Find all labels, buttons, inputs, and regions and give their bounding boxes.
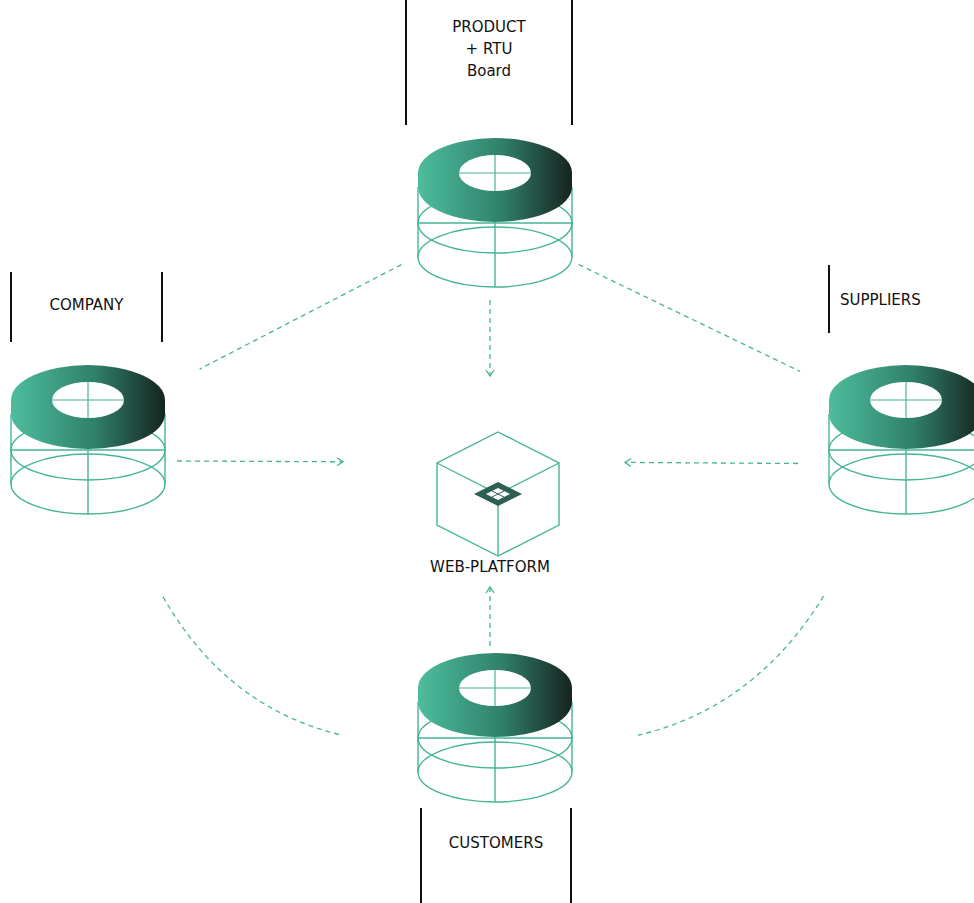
dashed-connector [638, 596, 824, 735]
entity-node: WEB-PLATFORM [405, 428, 575, 583]
node-label: COMPANY [50, 294, 124, 316]
dashed-connector [177, 460, 343, 462]
entity-node: PRODUCT + RTU Board [405, 0, 575, 292]
node-label: SUPPLIERS [840, 289, 921, 311]
dashed-connector [625, 462, 798, 463]
node-label: WEB-PLATFORM [430, 556, 550, 578]
cylinder-icon [415, 135, 575, 295]
dashed-connector [489, 587, 490, 646]
label-bracket: WEB-PLATFORM [405, 556, 575, 582]
cylinder-icon [8, 362, 168, 522]
dashed-connector [489, 300, 490, 376]
node-label: CUSTOMERS [449, 832, 543, 854]
dashed-connector [579, 265, 801, 372]
entity-node: COMPANY [8, 272, 173, 524]
cube-icon [433, 430, 563, 558]
cylinder-icon [826, 362, 974, 522]
label-bracket: PRODUCT + RTU Board [405, 0, 573, 125]
label-bracket: COMPANY [10, 272, 163, 342]
dashed-connector [163, 597, 342, 735]
entity-node: CUSTOMERS [405, 650, 575, 903]
entity-node: SUPPLIERS [820, 265, 974, 523]
dashed-connector [200, 265, 402, 370]
node-label: PRODUCT + RTU Board [445, 16, 533, 82]
label-bracket: SUPPLIERS [828, 265, 964, 333]
label-bracket: CUSTOMERS [420, 808, 572, 903]
cylinder-icon [415, 650, 575, 810]
